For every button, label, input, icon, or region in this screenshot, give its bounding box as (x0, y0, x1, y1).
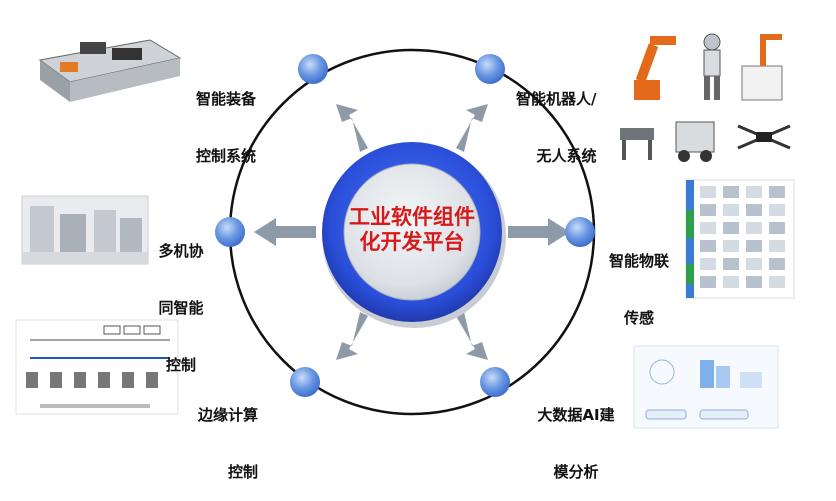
thumb-robots (630, 28, 790, 110)
arrow-down-left (336, 312, 368, 360)
node-right (565, 217, 595, 247)
arrow-up-right (456, 104, 488, 152)
label-multi-robot: 多机协 同智能 控制 (158, 242, 204, 374)
arrow-up-left (336, 104, 368, 152)
sensor-cell (746, 258, 762, 270)
node-bottom-right (480, 367, 510, 397)
arrow-right (508, 218, 570, 246)
arrow-left (254, 218, 316, 246)
sensor-cell (746, 186, 762, 198)
sensor-cell (700, 222, 716, 234)
node-bottom-left (290, 367, 320, 397)
sensor-cell (700, 258, 716, 270)
label-bigdata-ai: 大数据AI建 模分析 (537, 406, 615, 481)
sensor-cell (723, 276, 739, 288)
label-robots: 智能机器人/ 无人系统 (516, 90, 597, 165)
node-top-left (298, 54, 328, 84)
sensor-cells (700, 186, 785, 288)
hub-title: 工业软件组件 化开发平台 (318, 205, 506, 255)
sensor-cell (746, 240, 762, 252)
sensor-cell (769, 240, 785, 252)
sensor-cell (700, 276, 716, 288)
platform-diagram (15, 28, 800, 429)
sensor-cell (746, 276, 762, 288)
sensor-cell (746, 222, 762, 234)
node-left (215, 217, 245, 247)
hub-title-line2: 化开发平台 (359, 230, 465, 254)
sensor-cell (723, 222, 739, 234)
ring-nodes (215, 54, 595, 397)
sensor-cell (700, 240, 716, 252)
sensor-cell (769, 258, 785, 270)
hub-title-line1: 工业软件组件 (349, 205, 475, 229)
thumb-network (15, 319, 179, 415)
thumb-lab (21, 195, 149, 265)
sensor-cell (746, 204, 762, 216)
thumb-drones (610, 112, 800, 168)
sensor-cell (769, 186, 785, 198)
sensor-cell (723, 240, 739, 252)
hub-inner (343, 163, 481, 301)
sensor-cell (700, 186, 716, 198)
thumb-bigdata (633, 345, 779, 429)
thumb-equipment (30, 28, 188, 108)
sensor-cell (723, 258, 739, 270)
sensor-cell (769, 276, 785, 288)
sensor-cell (723, 204, 739, 216)
node-top-right (475, 54, 505, 84)
arrows (254, 104, 570, 360)
label-edge-computing: 边缘计算 控制 (197, 406, 258, 481)
sensor-cell (769, 222, 785, 234)
sensor-cell (700, 204, 716, 216)
label-iot-sensing: 智能物联 传感 (608, 252, 669, 327)
sensor-cell (723, 186, 739, 198)
label-equipment-control: 智能装备 控制系统 (196, 90, 257, 165)
sensor-cell (769, 204, 785, 216)
arrow-down-right (456, 312, 488, 360)
